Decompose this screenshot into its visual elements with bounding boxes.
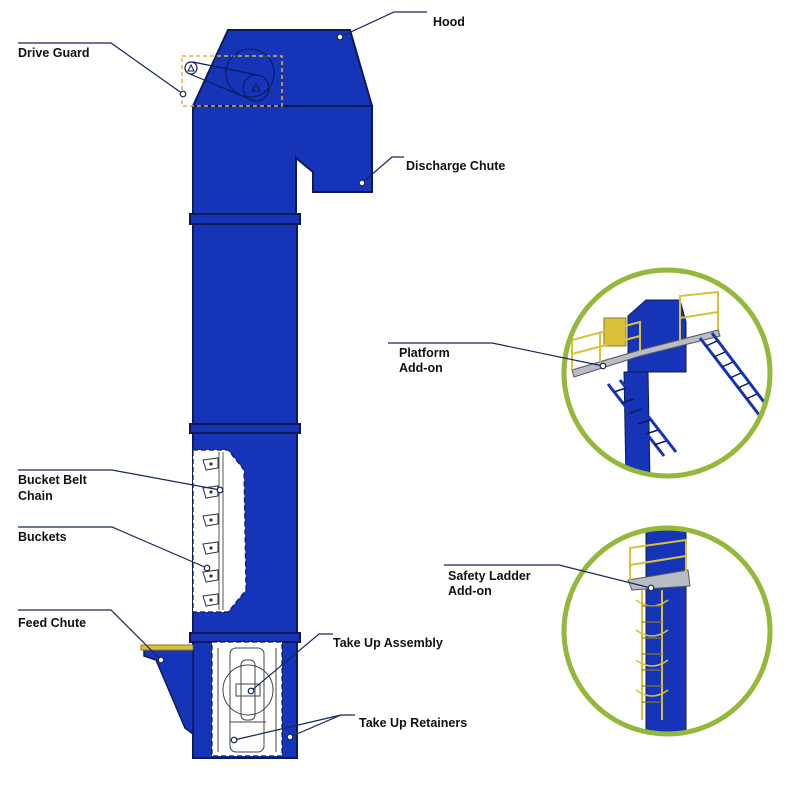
leader-safety-ladder <box>444 564 652 589</box>
drive-guard <box>181 48 283 107</box>
leader-discharge-chute <box>361 156 404 184</box>
label-bucket-belt-line2: Chain <box>18 489 53 503</box>
leader-endpoints <box>157 33 655 744</box>
triangle-pulley-icon <box>184 61 198 75</box>
leader-feed-chute <box>18 609 162 661</box>
leader-platform <box>388 342 604 367</box>
leader-take-up-retainers-1 <box>289 714 355 738</box>
flange-band <box>189 213 301 225</box>
dot-platform <box>599 362 607 370</box>
take-up-cutaway <box>211 641 283 757</box>
dot-safety-ladder <box>647 584 655 592</box>
leader-bucket-belt <box>18 469 221 491</box>
leader-take-up-retainers-2 <box>233 714 342 741</box>
leader-hood <box>339 11 427 38</box>
leader-drive-guard <box>18 42 184 95</box>
label-safety-ladder-line1: Safety Ladder <box>448 569 531 583</box>
leader-buckets <box>18 526 208 569</box>
label-take-up-assembly: Take Up Assembly <box>333 636 443 650</box>
label-bucket-belt-line1: Bucket Belt <box>18 473 88 487</box>
flange-band <box>189 632 301 643</box>
flange-band <box>189 423 301 434</box>
label-hood: Hood <box>433 15 465 29</box>
head-section <box>192 105 373 215</box>
dot-bucket-belt <box>216 486 224 494</box>
dot-discharge-chute <box>358 179 366 187</box>
dot-buckets <box>203 564 211 572</box>
dot-feed-chute <box>157 656 165 664</box>
leader-lines <box>18 11 652 741</box>
label-take-up-retainers: Take Up Retainers <box>359 716 467 730</box>
platform-inset <box>561 267 773 479</box>
label-drive-guard: Drive Guard <box>18 46 90 60</box>
label-feed-chute: Feed Chute <box>18 616 86 630</box>
leader-take-up-assembly <box>250 633 333 692</box>
labels: Hood Drive Guard Discharge Chute Platfor… <box>18 15 531 730</box>
dot-take-up-assembly <box>247 687 255 695</box>
safety-ladder-inset <box>561 525 773 737</box>
trunk-upper <box>192 223 298 425</box>
label-safety-ladder-line2: Add-on <box>448 584 492 598</box>
label-buckets: Buckets <box>18 530 67 544</box>
dot-take-up-retainer-right <box>286 733 294 741</box>
dot-drive-guard <box>179 90 187 98</box>
label-platform-line2: Add-on <box>399 361 443 375</box>
dot-take-up-retainer-left <box>230 736 238 744</box>
label-discharge-chute: Discharge Chute <box>406 159 505 173</box>
bucket-cutaway <box>192 449 247 613</box>
label-platform-line1: Platform <box>399 346 450 360</box>
feed-chute <box>140 644 194 736</box>
dot-hood <box>336 33 344 41</box>
